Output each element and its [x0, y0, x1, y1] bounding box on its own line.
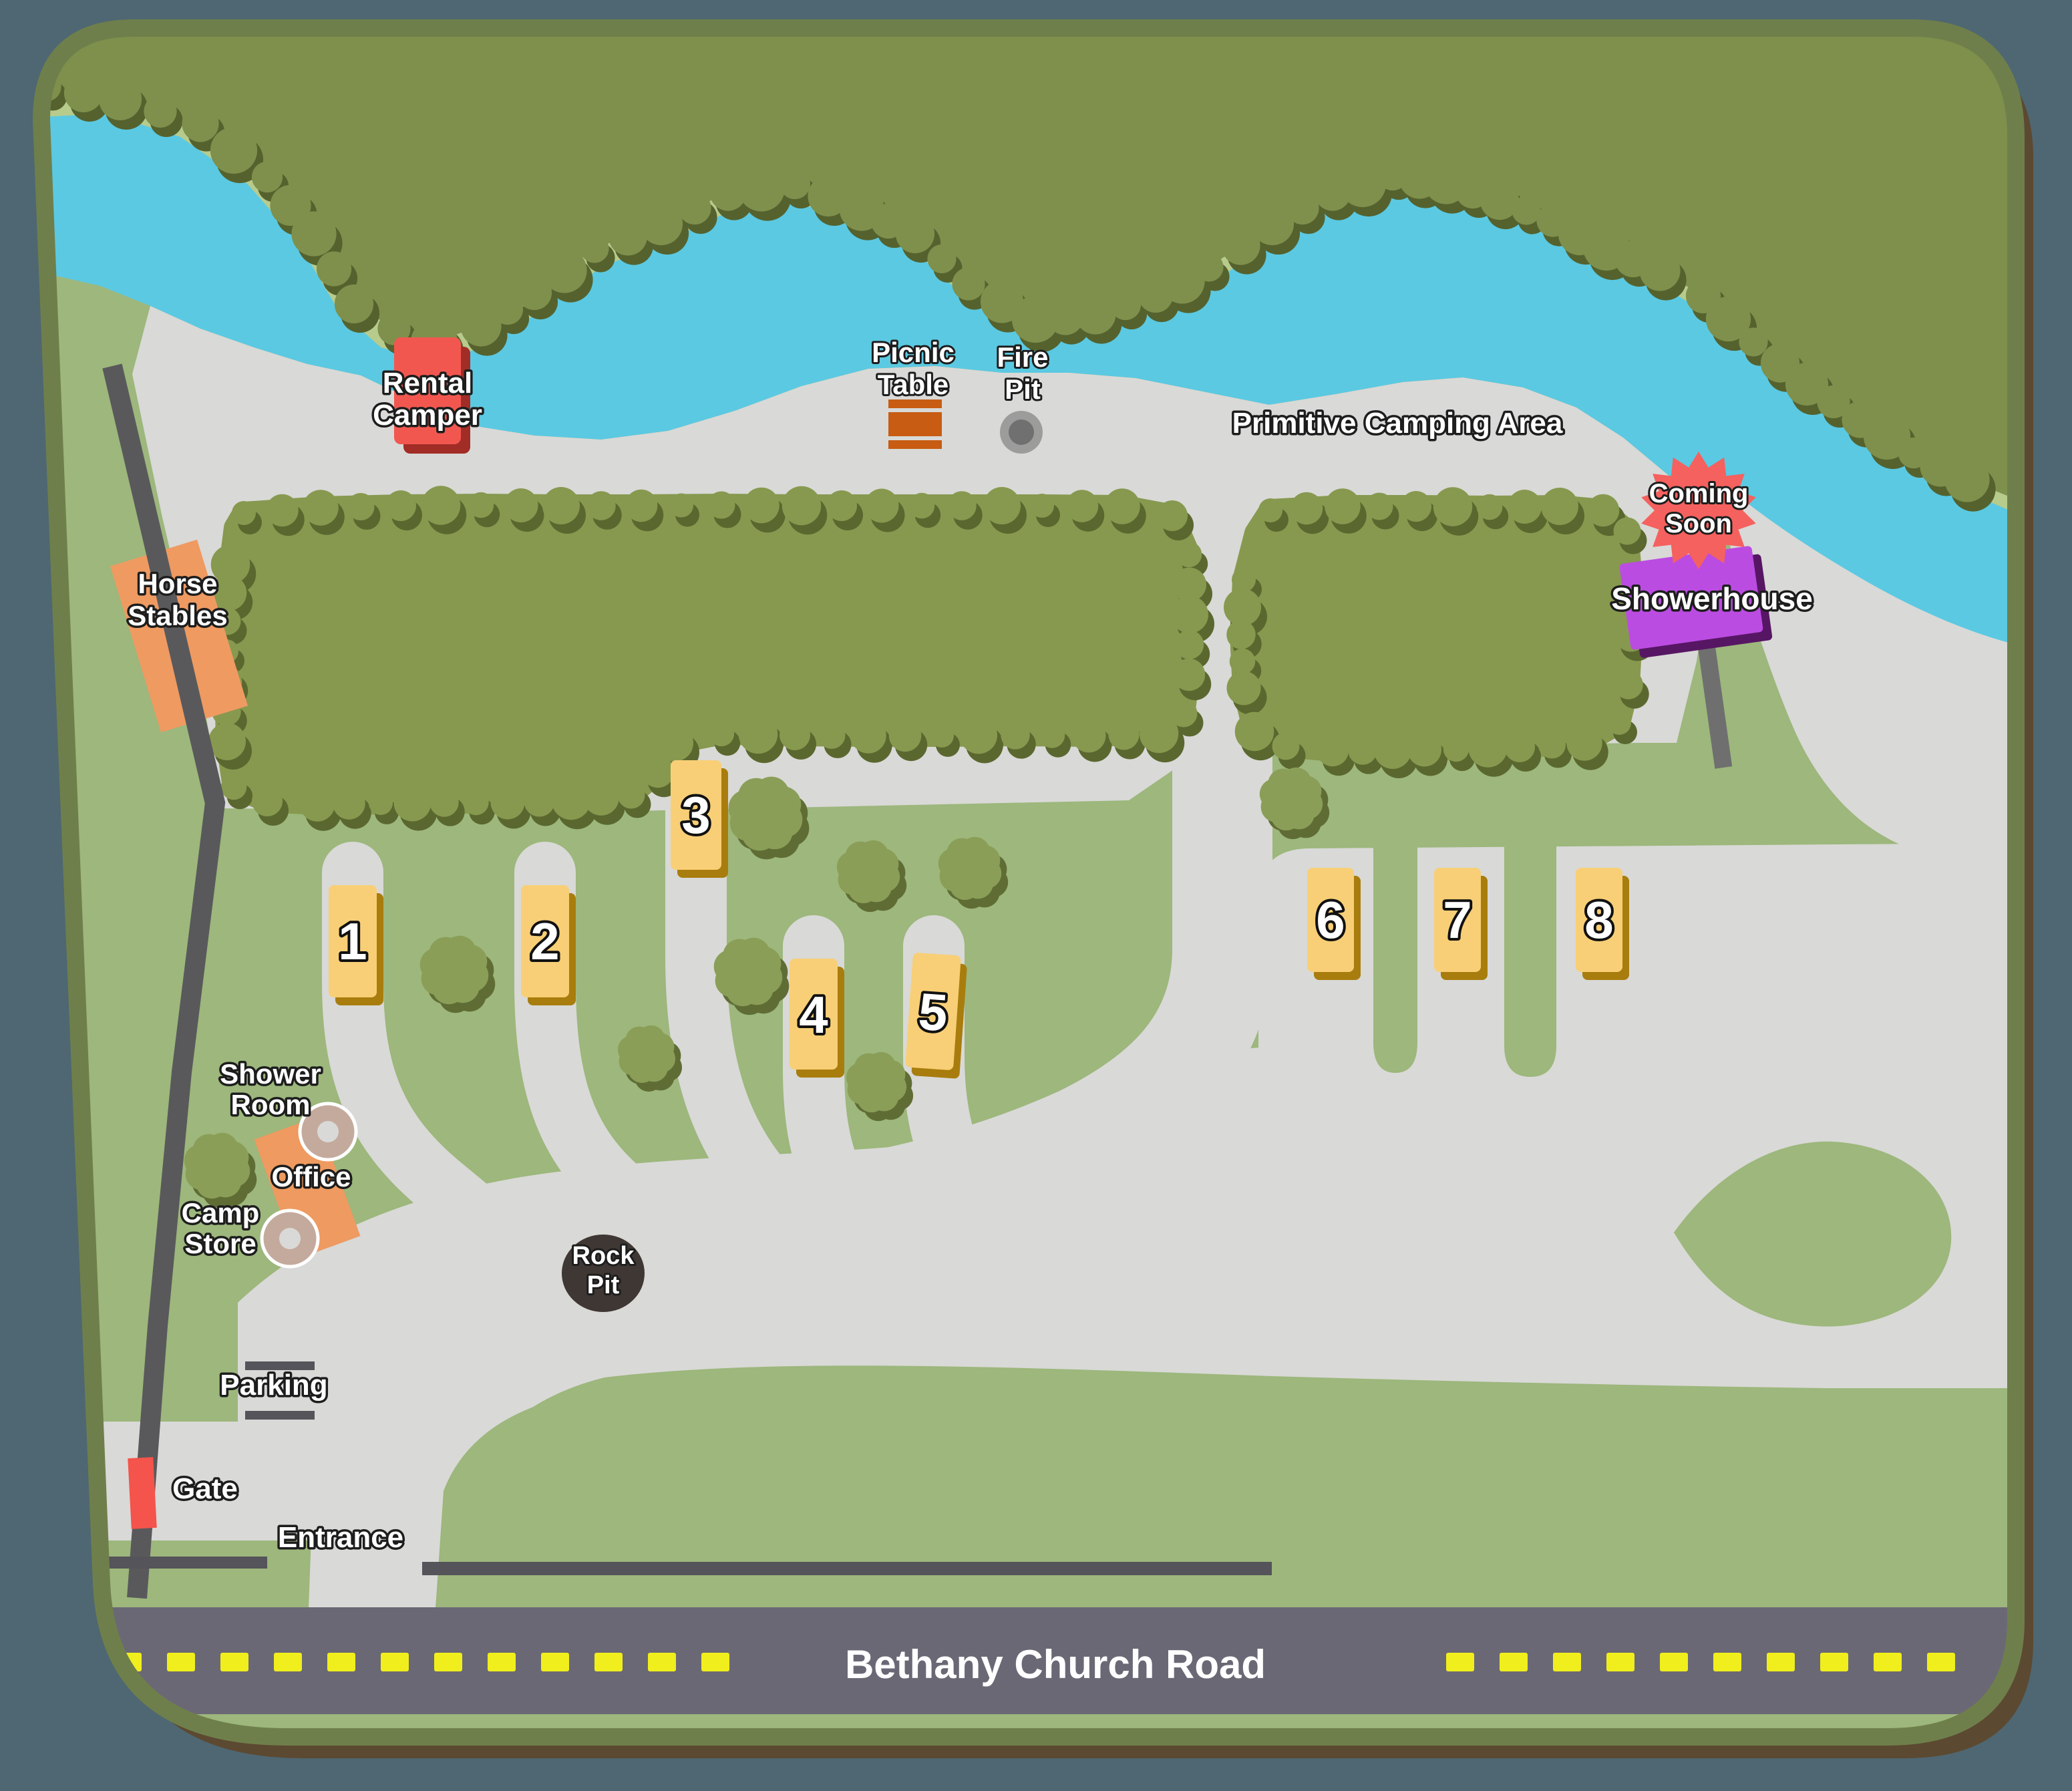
- forest-block-left: [208, 486, 1214, 831]
- map-labels: Rental Camper Picnic Table Fire Pit Prim…: [126, 335, 1816, 1687]
- site-marker-2: 2: [521, 885, 576, 1005]
- parking-lines: [245, 1361, 315, 1420]
- site-number-3: 3: [681, 786, 710, 844]
- label-office: Office: [271, 1161, 351, 1192]
- label-rental-camper: Camper: [373, 399, 482, 432]
- site-marker-7: 7: [1434, 868, 1488, 980]
- forest-top-texture: [41, 72, 1996, 512]
- forest-block-right: [1224, 487, 1657, 778]
- rock-pit-marker: [562, 1235, 645, 1312]
- site-number-1: 1: [338, 912, 367, 971]
- site-number-2: 2: [530, 912, 559, 971]
- label-camp-store: Store: [184, 1228, 256, 1259]
- site-marker-1: 1: [329, 885, 383, 1005]
- gravel-right-wrap: [1705, 468, 2016, 863]
- site-marker-5: 5: [905, 953, 967, 1079]
- driveway-site-5: [903, 915, 1046, 1263]
- label-rental-camper: Rental: [383, 367, 472, 399]
- label-camp-store: Camp: [182, 1197, 260, 1229]
- site-number-7: 7: [1443, 890, 1472, 949]
- driveway-site-3: [665, 727, 862, 1280]
- site-number-4: 4: [799, 985, 828, 1044]
- label-fire-pit: Pit: [1005, 373, 1041, 405]
- label-horse-stables: Horse: [138, 568, 217, 599]
- card-border: [32, 19, 2025, 1746]
- label-picnic-table: Picnic: [872, 337, 955, 368]
- label-entrance: Entrance: [278, 1521, 403, 1554]
- label-coming-soon: Coming: [1649, 479, 1749, 508]
- green-teardrop-island: [1674, 1141, 1952, 1327]
- label-shower-room: Shower: [220, 1058, 321, 1090]
- site-number-5: 5: [916, 982, 949, 1043]
- camp-lane: [102, 363, 226, 1599]
- label-fire-pit: Fire: [997, 341, 1048, 373]
- site-number-8: 8: [1584, 890, 1613, 949]
- driveway-site-1: [322, 842, 528, 1263]
- campsites: 1 2 3 4 5: [329, 760, 1629, 1079]
- showerhouse-sign: [1619, 546, 1773, 769]
- rental-camper-building: [394, 337, 470, 454]
- gate-marker: [128, 1457, 157, 1529]
- green-finger-2: [1504, 846, 1556, 1077]
- bushes: [184, 767, 1330, 1208]
- gravel-junction: [238, 1042, 1399, 1609]
- site-marker-8: 8: [1576, 868, 1629, 980]
- fire-pit-icon: [1000, 411, 1043, 454]
- bethany-church-road: [41, 1607, 2016, 1714]
- green-bottom-mass: [436, 1365, 2016, 1609]
- site-number-6: 6: [1316, 890, 1345, 949]
- label-parking: Parking: [220, 1369, 327, 1402]
- picnic-table-icon: [888, 399, 942, 449]
- label-gate: Gate: [172, 1472, 238, 1505]
- label-showerhouse: Showerhouse: [1611, 581, 1813, 616]
- site-marker-4: 4: [790, 959, 844, 1078]
- office-building: [254, 1102, 361, 1269]
- green-overlays: [436, 846, 2016, 1609]
- label-picnic-table: Table: [878, 369, 949, 400]
- label-coming-soon: Soon: [1665, 509, 1732, 538]
- gravel-gate-corridor: [55, 1422, 314, 1540]
- site-marker-6: 6: [1307, 868, 1361, 980]
- coming-soon-burst: [1641, 452, 1756, 569]
- label-shower-room: Room: [231, 1089, 311, 1120]
- river: [41, 114, 2016, 671]
- forest-top: [41, 28, 2016, 512]
- label-bethany-church-road: Bethany Church Road: [845, 1642, 1266, 1687]
- site-marker-3: 3: [671, 760, 728, 878]
- label-horse-stables: Stables: [128, 600, 227, 631]
- driveway-site-2: [514, 842, 709, 1270]
- driveway-site-4: [783, 915, 912, 1270]
- green-finger-1: [1373, 846, 1417, 1073]
- label-rock-pit: Rock: [572, 1242, 635, 1270]
- label-rock-pit: Pit: [587, 1271, 620, 1299]
- label-primitive-camping-area: Primitive Camping Area: [1232, 407, 1563, 440]
